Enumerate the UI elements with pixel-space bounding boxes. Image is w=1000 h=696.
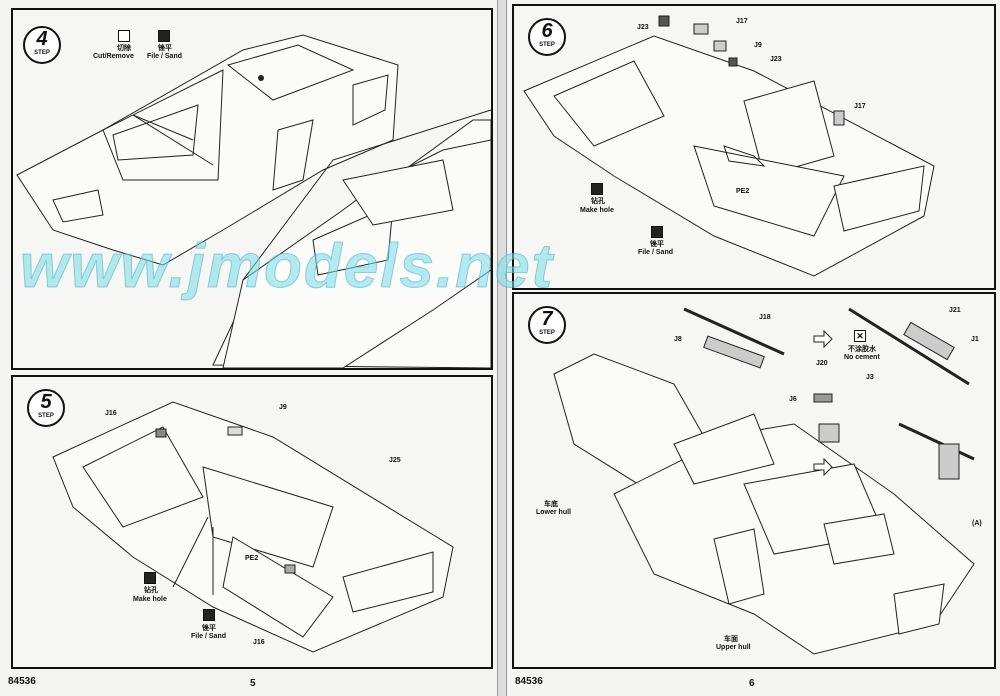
make-hole-icon bbox=[591, 183, 603, 195]
step6-panel: 6 STEP J23 J17 J9 J23 J17 PE2 钻孔 Make ho… bbox=[512, 4, 996, 290]
step4-badge: 4 STEP bbox=[23, 26, 61, 64]
step6-badge: 6 STEP bbox=[528, 18, 566, 56]
cut-remove-icon bbox=[118, 30, 130, 42]
file-sand-icon bbox=[158, 30, 170, 42]
right-page: 6 STEP J23 J17 J9 J23 J17 PE2 钻孔 Make ho… bbox=[505, 0, 1000, 696]
lower-hull-drawing bbox=[52, 401, 454, 653]
page-number: 5 bbox=[250, 678, 256, 689]
catalog-number: 84536 bbox=[8, 676, 36, 687]
page-number: 6 bbox=[749, 678, 755, 689]
file-sand-icon bbox=[203, 609, 215, 621]
page-gutter bbox=[497, 0, 507, 696]
left-page: 4 STEP 切除 Cut/Remove 锉平 File / Sand 5 bbox=[0, 0, 497, 696]
step7-badge: 7 STEP bbox=[528, 306, 566, 344]
no-cement-icon: ✕ bbox=[854, 330, 866, 342]
step4-panel: 4 STEP 切除 Cut/Remove 锉平 File / Sand bbox=[11, 8, 493, 370]
file-sand-icon bbox=[651, 226, 663, 238]
watermark: www.jmodels.net bbox=[19, 232, 555, 301]
step7-panel: 7 STEP J18 J8 J21 J1 J20 J3 J6 ✕ 不涂胶水 No… bbox=[512, 292, 996, 669]
catalog-number: 84536 bbox=[515, 676, 543, 687]
lower-hull-drawing bbox=[523, 15, 935, 277]
make-hole-icon bbox=[144, 572, 156, 584]
upper-hull-drawing bbox=[16, 34, 491, 368]
hull-assembly-drawing bbox=[553, 307, 975, 655]
step5-panel: 5 STEP J16 J9 J25 PE2 J16 钻孔 Make hole 锉… bbox=[11, 375, 493, 669]
step5-badge: 5 STEP bbox=[27, 389, 65, 427]
